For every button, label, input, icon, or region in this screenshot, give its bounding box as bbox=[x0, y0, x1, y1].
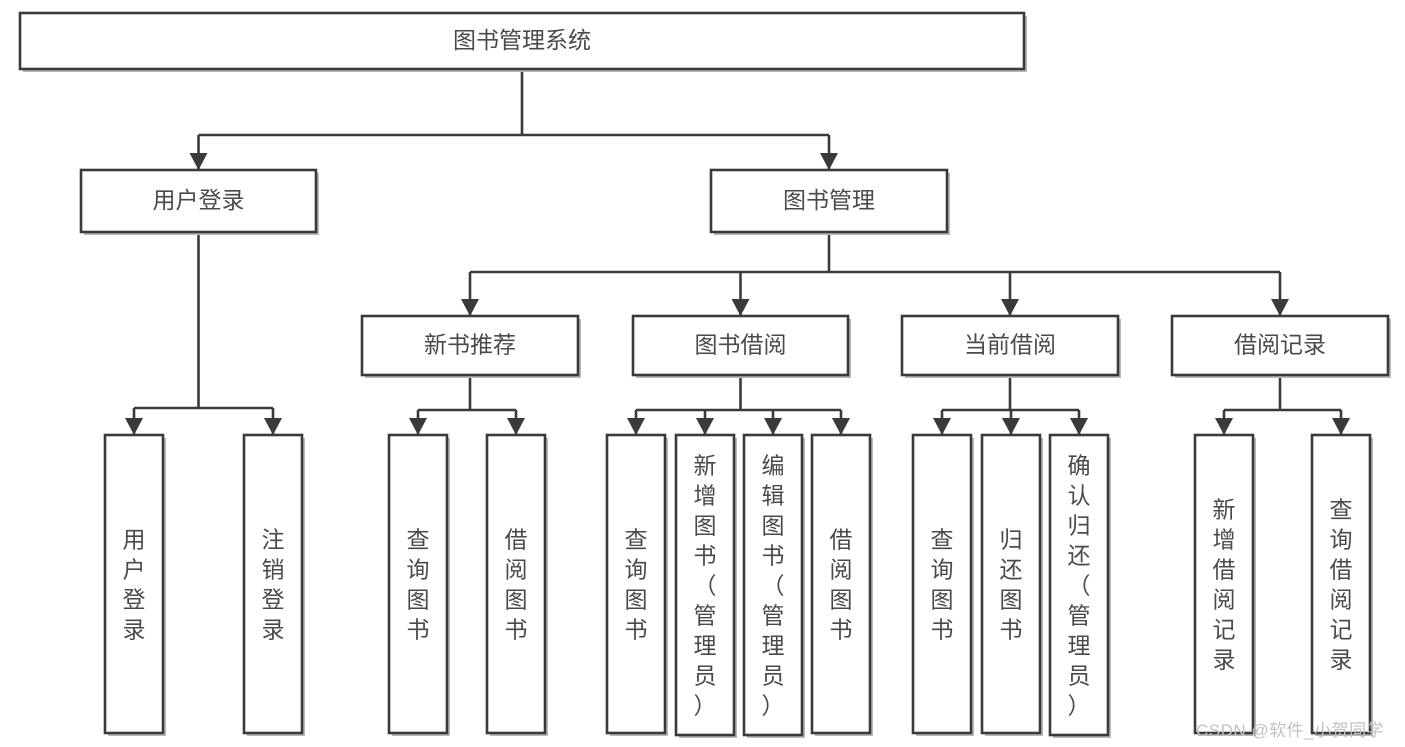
node-box[interactable] bbox=[810, 433, 872, 735]
node-current-confirm-return[interactable]: 确认归还（管理员） bbox=[1048, 433, 1111, 738]
node-borrow-edit-book[interactable]: 编辑图书（管理员） bbox=[742, 433, 805, 738]
arrow-head-icon bbox=[409, 418, 427, 435]
node-box[interactable] bbox=[900, 314, 1120, 377]
arrow-head-icon bbox=[189, 153, 208, 170]
node-root[interactable]: 图书管理系统 bbox=[18, 11, 1027, 72]
edge-group-current-borrow bbox=[933, 375, 1088, 435]
node-user-login[interactable]: 用户登录 bbox=[79, 168, 319, 235]
arrow-head-icon bbox=[1332, 418, 1350, 435]
arrow-head-icon bbox=[264, 418, 282, 435]
arrow-head-icon bbox=[1002, 418, 1020, 435]
edge-group-root bbox=[189, 69, 838, 170]
node-user-login-do[interactable]: 用户登录 bbox=[103, 433, 166, 736]
node-borrow-borrow-book[interactable]: 借阅图书 bbox=[810, 433, 873, 736]
node-box[interactable] bbox=[1048, 433, 1110, 737]
node-box[interactable] bbox=[980, 433, 1042, 735]
arrow-head-icon bbox=[1271, 299, 1289, 316]
node-label: 新书推荐 bbox=[424, 332, 516, 358]
node-label: 查询借阅记录 bbox=[1330, 496, 1353, 672]
node-label: 图书管理系统 bbox=[453, 27, 591, 53]
node-label: 新增图书（管理员） bbox=[694, 452, 717, 718]
edge-group-borrow-record bbox=[1215, 375, 1350, 435]
node-label: 查询图书 bbox=[931, 526, 954, 642]
node-box[interactable] bbox=[18, 11, 1026, 71]
node-book-manage[interactable]: 图书管理 bbox=[709, 168, 950, 235]
arrow-head-icon bbox=[696, 418, 714, 435]
edge-group-new-book-recommend bbox=[409, 375, 525, 435]
node-record-add[interactable]: 新增借阅记录 bbox=[1193, 433, 1256, 736]
node-box[interactable] bbox=[605, 433, 667, 735]
arrow-head-icon bbox=[1070, 418, 1088, 435]
node-box[interactable] bbox=[631, 314, 850, 377]
node-label: 编辑图书（管理员） bbox=[762, 452, 785, 718]
node-label: 归还图书 bbox=[1000, 526, 1023, 642]
node-new-book-recommend[interactable]: 新书推荐 bbox=[360, 314, 581, 378]
edge-group-book-borrow bbox=[627, 375, 850, 435]
node-current-borrow[interactable]: 当前借阅 bbox=[900, 314, 1121, 378]
node-recommend-borrow-book[interactable]: 借阅图书 bbox=[485, 433, 548, 736]
arrow-head-icon bbox=[832, 418, 850, 435]
node-box[interactable] bbox=[1170, 314, 1390, 377]
node-label: 借阅记录 bbox=[1234, 332, 1326, 358]
node-box[interactable] bbox=[742, 433, 804, 737]
node-label: 图书管理 bbox=[783, 187, 875, 213]
node-box[interactable] bbox=[360, 314, 580, 377]
node-borrow-record[interactable]: 借阅记录 bbox=[1170, 314, 1391, 378]
node-label: 查询图书 bbox=[407, 526, 430, 642]
node-label: 当前借阅 bbox=[964, 332, 1056, 358]
node-recommend-query-book[interactable]: 查询图书 bbox=[387, 433, 450, 736]
edge-group-book-manage bbox=[461, 232, 1289, 316]
node-current-return-book[interactable]: 归还图书 bbox=[980, 433, 1043, 736]
node-label: 图书借阅 bbox=[695, 332, 787, 358]
node-label: 借阅图书 bbox=[830, 526, 853, 642]
node-borrow-add-book[interactable]: 新增图书（管理员） bbox=[674, 433, 737, 738]
node-label: 借阅图书 bbox=[505, 526, 528, 642]
node-record-query[interactable]: 查询借阅记录 bbox=[1310, 433, 1373, 736]
nodes-layer: 图书管理系统用户登录用户登录注销登录图书管理新书推荐查询图书借阅图书图书借阅查询… bbox=[18, 11, 1391, 738]
node-box[interactable] bbox=[242, 433, 304, 735]
node-current-query-book[interactable]: 查询图书 bbox=[911, 433, 974, 736]
edges-layer bbox=[125, 69, 1350, 435]
node-box[interactable] bbox=[1193, 433, 1255, 735]
arrow-head-icon bbox=[125, 418, 143, 435]
arrow-head-icon bbox=[461, 299, 479, 316]
arrow-head-icon bbox=[764, 418, 782, 435]
node-label: 用户登录 bbox=[123, 526, 146, 642]
arrow-head-icon bbox=[933, 418, 951, 435]
node-book-borrow[interactable]: 图书借阅 bbox=[631, 314, 851, 378]
node-box[interactable] bbox=[1310, 433, 1372, 735]
node-label: 查询图书 bbox=[625, 526, 648, 642]
arrow-head-icon bbox=[627, 418, 645, 435]
node-label: 新增借阅记录 bbox=[1213, 496, 1236, 672]
node-box[interactable] bbox=[674, 433, 736, 737]
node-borrow-query-book[interactable]: 查询图书 bbox=[605, 433, 668, 736]
node-label: 确认归还（管理员） bbox=[1068, 452, 1091, 718]
node-box[interactable] bbox=[79, 168, 318, 234]
arrow-head-icon bbox=[820, 153, 838, 170]
node-box[interactable] bbox=[387, 433, 449, 735]
node-box[interactable] bbox=[103, 433, 165, 735]
arrow-head-icon bbox=[731, 299, 750, 316]
node-label: 注销登录 bbox=[262, 526, 285, 642]
node-box[interactable] bbox=[709, 168, 949, 234]
edge-group-user-login bbox=[125, 232, 282, 435]
node-user-logout[interactable]: 注销登录 bbox=[242, 433, 305, 736]
arrow-head-icon bbox=[1001, 299, 1019, 316]
arrow-head-icon bbox=[1215, 418, 1233, 435]
node-label: 用户登录 bbox=[153, 187, 245, 213]
node-box[interactable] bbox=[485, 433, 547, 735]
arrow-head-icon bbox=[507, 418, 525, 435]
node-box[interactable] bbox=[911, 433, 973, 735]
